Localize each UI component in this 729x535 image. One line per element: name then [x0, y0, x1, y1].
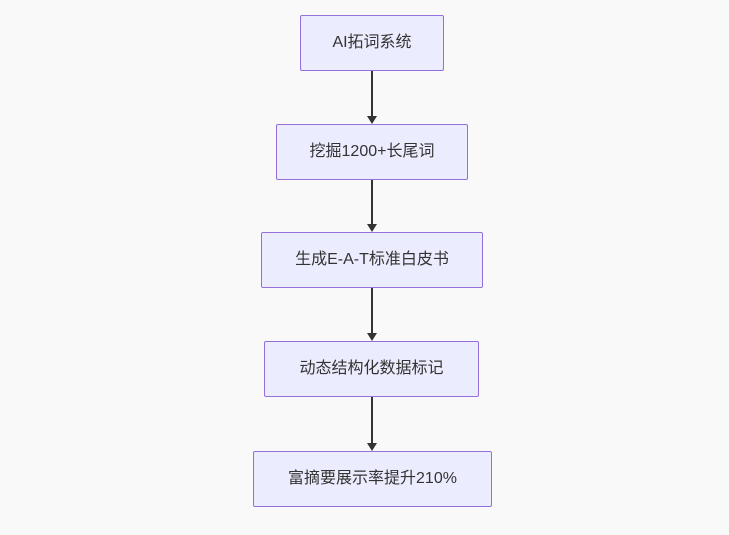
arrowhead-icon [367, 116, 377, 124]
flow-arrow-4 [366, 397, 378, 451]
arrowhead-icon [367, 443, 377, 451]
node-label: AI拓词系统 [332, 34, 412, 52]
node-label: 富摘要展示率提升210% [288, 470, 457, 488]
flow-arrow-3 [366, 288, 378, 341]
node-label: 挖掘1200+长尾词 [309, 143, 435, 161]
arrowhead-icon [367, 333, 377, 341]
flow-node-structured-data-markup: 动态结构化数据标记 [264, 341, 479, 397]
arrowhead-icon [367, 224, 377, 232]
flow-node-longtail-mining: 挖掘1200+长尾词 [276, 124, 468, 180]
flow-node-eat-whitepaper: 生成E-A-T标准白皮书 [261, 232, 483, 288]
flow-node-ai-keyword-system: AI拓词系统 [300, 15, 444, 71]
arrow-shaft [371, 288, 373, 333]
flow-arrow-2 [366, 180, 378, 232]
flow-node-rich-snippet-result: 富摘要展示率提升210% [253, 451, 492, 507]
arrow-shaft [371, 397, 373, 443]
arrow-shaft [371, 180, 373, 224]
arrow-shaft [371, 71, 373, 116]
node-label: 动态结构化数据标记 [299, 360, 444, 378]
node-label: 生成E-A-T标准白皮书 [295, 251, 449, 269]
flow-arrow-1 [366, 71, 378, 124]
